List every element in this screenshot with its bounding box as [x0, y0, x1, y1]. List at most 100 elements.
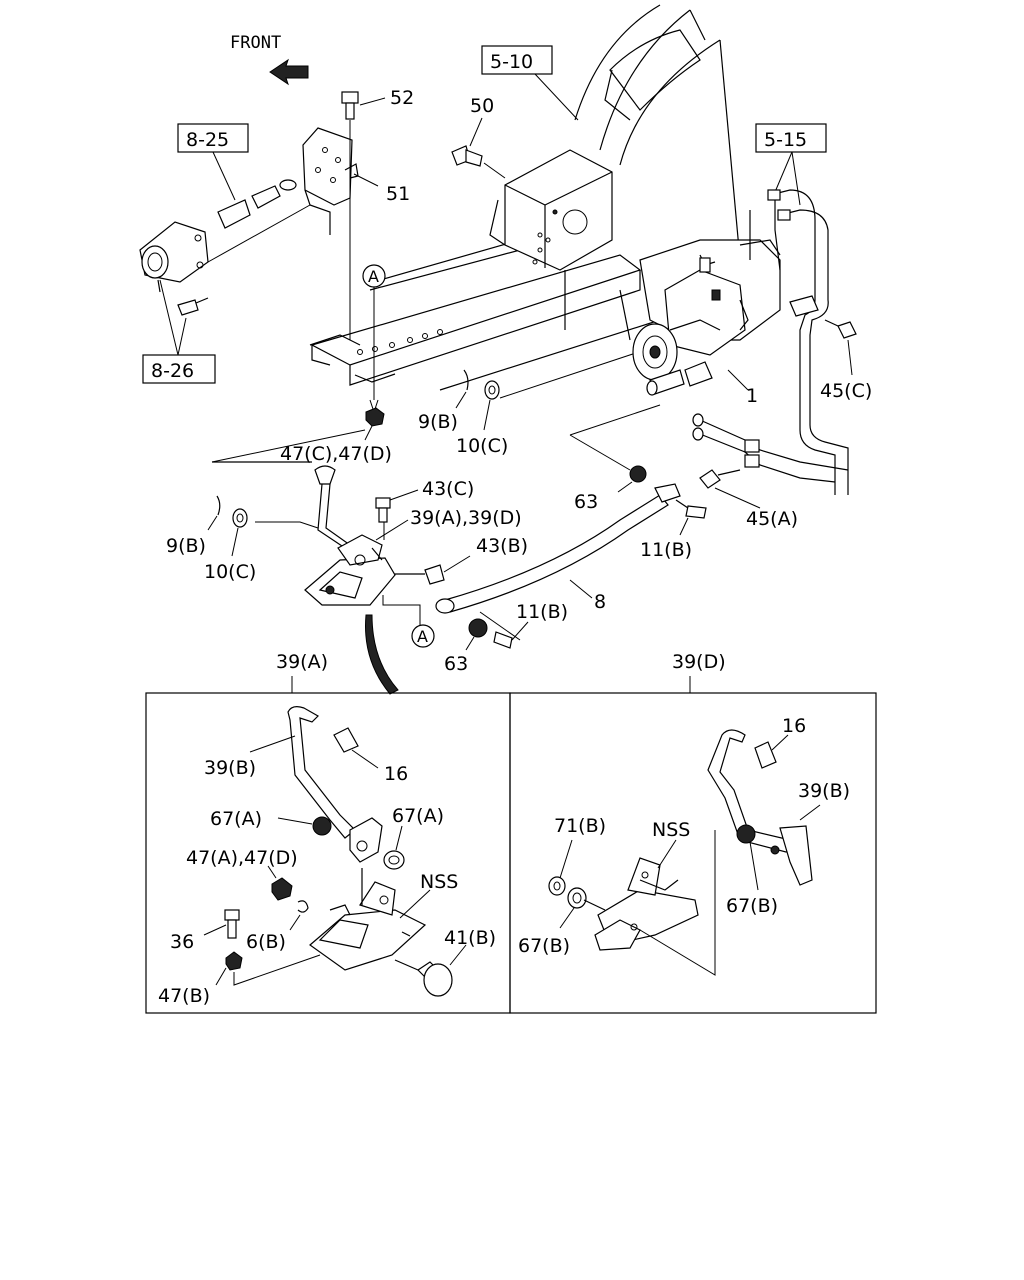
svg-text:A: A	[417, 627, 428, 646]
detail-a-nut-47b	[225, 951, 243, 971]
detail-a-41b: 41(B)	[444, 927, 496, 949]
front-label: FRONT	[230, 33, 281, 53]
actuator-assembly-1	[632, 239, 781, 396]
grommet-63-top	[629, 465, 647, 483]
bolt-8-26	[177, 297, 209, 316]
detail-a-bushing-67a-right	[383, 850, 405, 870]
detail-a-bracket-nss	[309, 868, 427, 971]
detail-d-67b-right: 67(B)	[726, 895, 778, 917]
callout-63-bot: 63	[444, 653, 468, 675]
callout-9b-left: 9(B)	[166, 535, 206, 557]
ref-5-15-text: 5-15	[764, 129, 807, 151]
detail-d-16: 16	[782, 715, 806, 737]
lower-pipes	[692, 413, 849, 483]
bolt-43b	[395, 564, 445, 585]
callout-45c: 45(C)	[820, 380, 872, 402]
circle-a-top: A	[362, 264, 386, 288]
detail-a-nut-47ad	[271, 877, 293, 901]
bolt-45a	[699, 469, 741, 489]
detail-a-nss: NSS	[420, 871, 458, 893]
bolt-50	[451, 145, 483, 167]
ref-box-8-26[interactable]: 8-26	[142, 354, 216, 384]
cab-pillar	[574, 4, 741, 261]
callout-1: 1	[746, 385, 758, 407]
rod-8	[435, 483, 681, 614]
bolt-11b-bot	[493, 631, 513, 649]
washer-10c-top	[484, 380, 500, 400]
ref-box-5-15[interactable]: 5-15	[755, 123, 827, 153]
callout-39ad: 39(A),39(D)	[410, 507, 522, 529]
detail-a-pedal-arm	[287, 706, 356, 839]
ref-box-5-10[interactable]: 5-10	[481, 45, 553, 75]
callout-9b-top: 9(B)	[418, 411, 458, 433]
detail-d-39b: 39(B)	[798, 780, 850, 802]
detail-d-71b: 71(B)	[554, 815, 606, 837]
detail-d-washer-71b	[548, 876, 566, 896]
detail-a-47ad: 47(A),47(D)	[186, 847, 298, 869]
callout-11b-top: 11(B)	[640, 539, 692, 561]
ref-5-10-text: 5-10	[490, 51, 533, 73]
switch-connector	[207, 179, 311, 263]
callout-45a: 45(A)	[746, 508, 798, 530]
detail-d-bushing-67b-right	[736, 824, 756, 844]
callout-52: 52	[390, 87, 414, 109]
detail-a-clip-6b	[297, 900, 309, 913]
detail-d-bushing-67b-left	[567, 887, 606, 911]
detail-d-nss: NSS	[652, 819, 690, 841]
frame-bracket	[489, 149, 613, 271]
detail-a-16: 16	[384, 763, 408, 785]
detail-a-67a-right: 67(A)	[392, 805, 444, 827]
washer-10c-left	[232, 508, 248, 528]
detail-d-bushing-16	[754, 741, 777, 769]
detail-d-panel	[509, 692, 877, 1014]
detail-d-67b-left: 67(B)	[518, 935, 570, 957]
detail-a-stopper-41b	[394, 959, 453, 997]
detail-a-title: 39(A)	[276, 651, 328, 673]
ref-8-26-text: 8-26	[151, 360, 194, 382]
bolt-45c	[824, 319, 857, 339]
detail-a-67a-left: 67(A)	[210, 808, 262, 830]
switch-housing	[139, 221, 209, 293]
svg-text:A: A	[368, 267, 379, 286]
circle-a-bot: A	[411, 624, 435, 648]
callout-8: 8	[594, 591, 606, 613]
brake-pipes	[749, 189, 849, 495]
detail-d-title: 39(D)	[672, 651, 726, 673]
nut-47cd	[365, 407, 385, 427]
callout-51: 51	[386, 183, 410, 205]
grommet-63-bot	[468, 618, 488, 638]
bolt-52	[341, 91, 359, 120]
callout-50: 50	[470, 95, 494, 117]
detail-a-bushing-67a-left	[312, 816, 332, 836]
detail-pointer-arrow	[365, 614, 399, 695]
ref-8-25-text: 8-25	[186, 129, 229, 151]
detail-a-36: 36	[170, 931, 194, 953]
callout-10c-top: 10(C)	[456, 435, 508, 457]
front-arrow-icon	[269, 58, 309, 86]
detail-a-bolt-36	[224, 909, 240, 939]
callout-43c: 43(C)	[422, 478, 474, 500]
detail-d-bracket-nss	[594, 857, 699, 951]
frame-rail	[309, 239, 661, 391]
bolt-43c	[375, 497, 391, 523]
bracket-51	[302, 127, 359, 235]
pin-9b-top	[463, 369, 469, 391]
detail-a-6b: 6(B)	[246, 931, 286, 953]
frame-holes	[357, 329, 443, 355]
pin-9b-left	[216, 495, 221, 516]
callout-10c-left: 10(C)	[204, 561, 256, 583]
detail-a-bushing-16	[333, 727, 359, 753]
callout-47cd: 47(C),47(D)	[280, 443, 392, 465]
callout-63-top: 63	[574, 491, 598, 513]
detail-a-clevis	[349, 817, 383, 863]
ref-box-8-25[interactable]: 8-25	[177, 123, 249, 153]
detail-a-47b: 47(B)	[158, 985, 210, 1007]
bolt-11b-top	[675, 499, 707, 519]
pedal-assembly-main	[212, 461, 396, 606]
callout-11b-bot: 11(B)	[516, 601, 568, 623]
detail-d-pedal-arm	[707, 729, 813, 886]
callout-43b: 43(B)	[476, 535, 528, 557]
detail-a-39b: 39(B)	[204, 757, 256, 779]
